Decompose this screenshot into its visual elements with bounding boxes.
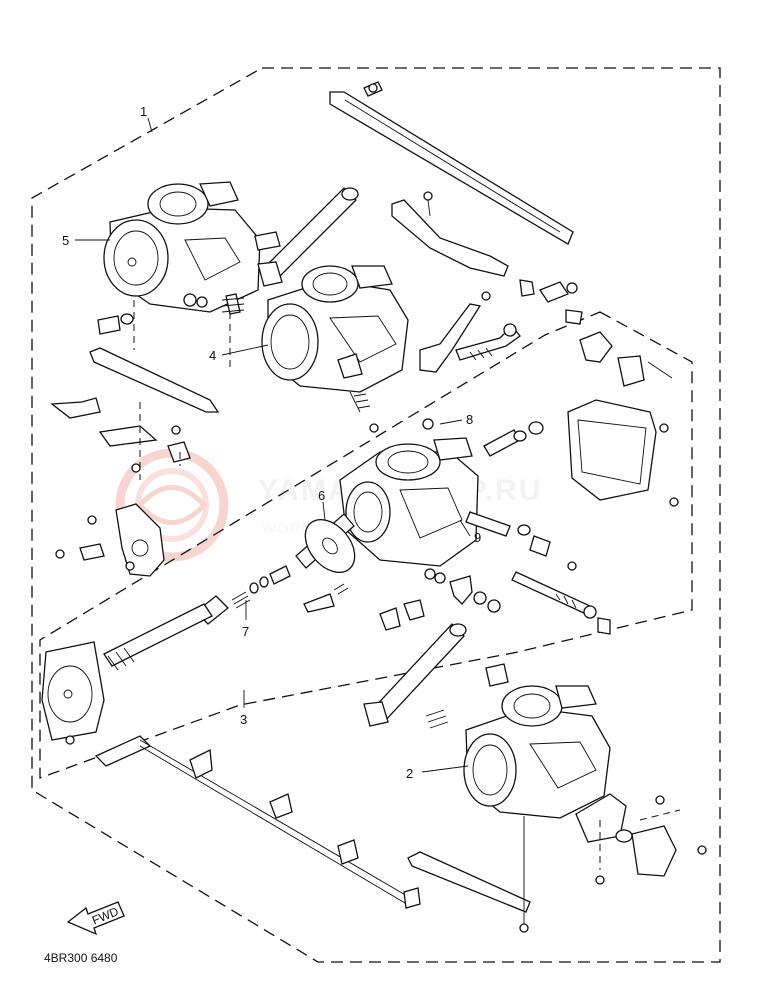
- callout-7: 7: [242, 624, 249, 639]
- carburetor-center: [339, 418, 479, 567]
- callout-1: 1: [140, 104, 147, 119]
- air-box-cover: [567, 331, 679, 507]
- callout-3: 3: [240, 712, 247, 727]
- linkage-right-center: [465, 421, 611, 635]
- long-shaft: [103, 603, 213, 671]
- throttle-lever-left: [55, 503, 165, 577]
- linkage-right-upper: [419, 279, 583, 373]
- tube-with-disc-6: [295, 513, 356, 573]
- diaphragm-cover: [41, 641, 105, 745]
- callout-labels: 1 2 3 4 5 6 7 8 9: [62, 104, 481, 781]
- throttle-pulley: [575, 793, 707, 885]
- callout-2: 2: [406, 766, 413, 781]
- assembly-1-boundary: [31, 67, 721, 963]
- small-parts-center: [303, 568, 501, 631]
- lower-link-rod: [407, 816, 531, 933]
- carburetor-2: [463, 663, 611, 819]
- fwd-arrow: FWD: [66, 901, 125, 936]
- callout-8: 8: [466, 412, 473, 427]
- throttle-rod: [94, 735, 421, 909]
- carburetor-4: [261, 265, 409, 433]
- carburetor-5: [103, 181, 281, 315]
- callout-5: 5: [62, 233, 69, 248]
- throttle-shaft-upper: [257, 187, 359, 287]
- choke-bracket-upper: [391, 191, 509, 277]
- top-link-bar: [329, 81, 574, 245]
- connection-lines: [133, 300, 681, 870]
- callout-4: 4: [209, 348, 216, 363]
- callout-9: 9: [474, 530, 481, 545]
- throttle-shaft-lower: [363, 623, 467, 729]
- assembly-3-boundary: [39, 311, 693, 779]
- diagram-code: 4BR300 6480: [44, 951, 118, 965]
- lever-left: [50, 313, 220, 473]
- callout-6: 6: [318, 488, 325, 503]
